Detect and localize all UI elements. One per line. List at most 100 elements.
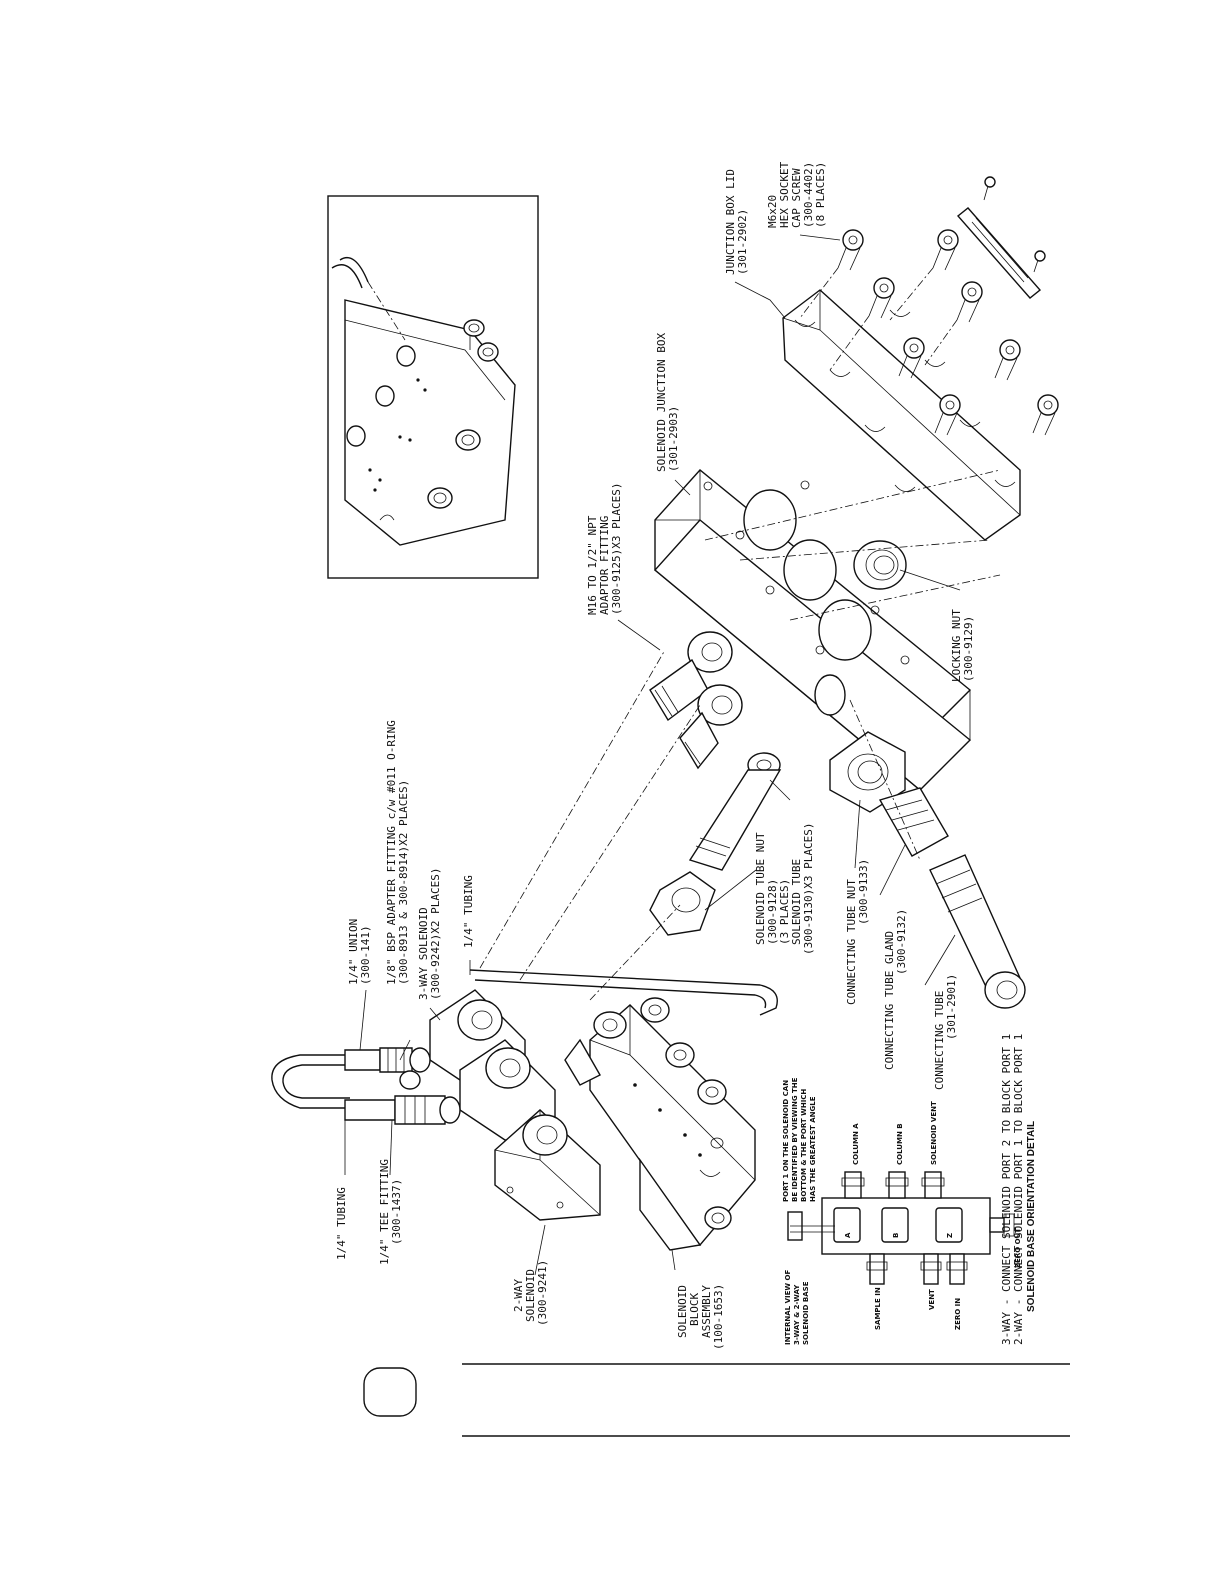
detail-note-1: 3-WAY - CONNECT SOLENOID PORT 2 TO BLOCK… <box>1000 1034 1013 1345</box>
label-two-way-3: (300-9241) <box>536 1260 549 1326</box>
label-conn-gland-1: CONNECTING TUBE GLAND <box>883 931 896 1070</box>
detail-sol-a: A <box>844 1232 852 1238</box>
detail-internal-3: SOLENOID BASE <box>802 1281 810 1345</box>
page-footer <box>363 1363 1070 1437</box>
detail-fitting-icon <box>920 1253 942 1285</box>
internal-view-icon <box>787 1211 835 1241</box>
zero-out-fitting-icon <box>989 1213 1015 1237</box>
inset-fitting-5-icon <box>346 345 416 447</box>
block-fitting-icon <box>640 997 670 1023</box>
label-tube-nut-1: SOLENOID TUBE NUT <box>754 832 767 945</box>
cap-screw-icon <box>934 394 961 436</box>
cap-screw-icon <box>994 339 1021 381</box>
cap-screw-icon <box>898 337 925 379</box>
detail-port-note-1: PORT 1 ON THE SOLENOID CAN <box>782 1080 790 1202</box>
union-fitting-icon <box>344 1047 431 1073</box>
label-union-pn: (300-141) <box>359 925 372 985</box>
detail-zero-out: ZERO OUT <box>1014 1228 1022 1268</box>
label-block-3: ASSEMBLY <box>700 1285 713 1338</box>
label-tubing-left: 1/4" TUBING <box>335 1187 348 1260</box>
port-b-square <box>881 1207 909 1243</box>
tee-fitting-icon <box>344 1070 461 1125</box>
detail-vent: VENT <box>928 1289 936 1310</box>
adaptor-fitting-icon <box>649 631 733 722</box>
cap-screw-icon <box>932 229 959 271</box>
label-sol-tube-2: (300-9130)X3 PLACES) <box>802 823 815 955</box>
label-hex-screw-5: (8 PLACES) <box>814 162 827 228</box>
label-conn-tube-2: (301-2901) <box>945 974 958 1040</box>
label-tee-1: 1/4" TEE FITTING <box>378 1159 391 1265</box>
page-tab-icon <box>363 1367 417 1417</box>
label-adaptor-1: M16 TO 1/2" NPT <box>586 515 599 615</box>
label-junction-box-lid: JUNCTION BOX LID <box>724 169 737 275</box>
cap-screw-icon <box>1032 394 1059 436</box>
label-conn-nut-1: CONNECTING TUBE NUT <box>845 879 858 1005</box>
block-fitting-icon <box>697 1079 727 1105</box>
inset-fitting-4-icon <box>427 487 453 509</box>
label-tube-nut-3: (3 PLACES) <box>778 879 791 945</box>
inset-detail-view <box>327 195 539 579</box>
assembly-centerlines <box>479 469 1001 1001</box>
label-block-1: SOLENOID <box>676 1285 689 1338</box>
cap-screw-icon <box>868 277 895 319</box>
leader-lines <box>344 234 961 1276</box>
block-adapter-icon <box>564 1011 627 1086</box>
detail-internal-2: 3-WAY & 2-WAY <box>793 1284 801 1345</box>
cap-screw-icon <box>837 229 864 271</box>
detail-zero-in: ZERO IN <box>954 1298 962 1330</box>
detail-solenoid-vent: SOLENOID VENT <box>930 1101 938 1165</box>
detail-port-note-4: HAS THE GREATEST ANGLE <box>809 1096 817 1202</box>
quarter-inch-tubing-left <box>271 1054 350 1109</box>
block-fitting-icon <box>665 1042 695 1068</box>
connecting-tube-nut-icon <box>829 731 906 813</box>
label-tee-2: (300-1437) <box>390 1179 403 1245</box>
detail-column-a: COLUMN A <box>852 1123 860 1165</box>
label-sol-tube-1: SOLENOID TUBE <box>790 859 803 945</box>
label-hex-screw-2: HEX SOCKET <box>778 161 791 228</box>
name-plate <box>956 207 1042 299</box>
solenoid-tube-icon <box>688 769 782 871</box>
label-block-4: (100-1653) <box>712 1284 725 1350</box>
detail-port-note-3: BOTTOM & THE PORT WHICH <box>800 1089 808 1202</box>
label-tubing-right: 1/4" TUBING <box>462 875 475 948</box>
hex-socket-cap-screws <box>799 176 1059 436</box>
inset-fitting-3-icon <box>455 429 481 451</box>
label-hex-screw-3: CAP SCREW <box>790 168 803 228</box>
inset-fitting-2-icon <box>477 342 499 362</box>
label-junction-box-pn: (301-2903) <box>667 406 680 472</box>
detail-note-2: 2-WAY - CONNECT SOLENOID PORT 1 TO BLOCK… <box>1012 1034 1025 1345</box>
detail-sol-b: B <box>892 1233 900 1238</box>
label-union: 1/4" UNION <box>347 919 360 985</box>
inset-fitting-1-icon <box>463 319 485 337</box>
label-hex-screw-1: M6x20 <box>766 195 779 228</box>
cap-screw-icon <box>956 281 983 323</box>
detail-fitting-icon <box>841 1171 865 1199</box>
label-three-way-2: (300-9242)X2 PLACES) <box>429 868 442 1000</box>
label-bsp-2: (300-8913 & 300-8914)X2 PLACES) <box>397 780 410 985</box>
label-conn-nut-2: (300-9133) <box>857 859 870 925</box>
detail-fitting-icon <box>921 1171 945 1199</box>
detail-fitting-icon <box>866 1253 888 1285</box>
solenoid-block-assembly <box>564 997 756 1251</box>
detail-title: SOLENOID BASE ORIENTATION DETAIL <box>1026 1121 1037 1312</box>
locking-nut-icon <box>853 540 907 590</box>
label-bsp-1: 1/8" BSP ADAPTER FITTING c/w #011 O-RING <box>385 720 398 985</box>
block-fitting-icon <box>704 1206 732 1230</box>
small-screw-icon <box>983 176 1046 273</box>
label-adaptor-3: (300-9125)X3 PLACES) <box>610 483 623 615</box>
detail-sample-in: SAMPLE IN <box>874 1287 882 1330</box>
label-adaptor-2: ADAPTOR FITTING <box>598 516 611 615</box>
label-two-way-1: 2-WAY <box>512 1279 525 1312</box>
detail-fitting-icon <box>946 1253 968 1285</box>
label-block-2: BLOCK <box>688 1293 701 1326</box>
connecting-tube-gland-icon <box>878 787 949 857</box>
port-a-square <box>833 1207 861 1243</box>
callout-labels: JUNCTION BOX LID (301-2902) M6x20 HEX SO… <box>335 161 975 1350</box>
solenoid-tube-nut-icon <box>649 871 716 936</box>
label-two-way-2: SOLENOID <box>524 1269 537 1322</box>
label-conn-tube-1: CONNECTING TUBE <box>933 991 946 1090</box>
adaptor-fitting-icon <box>679 684 743 770</box>
orientation-detail: A B Z COLUMN A COLUMN B SOLENOID VENT SA… <box>782 1034 1037 1345</box>
label-hex-screw-4: (300-4402) <box>802 162 815 228</box>
